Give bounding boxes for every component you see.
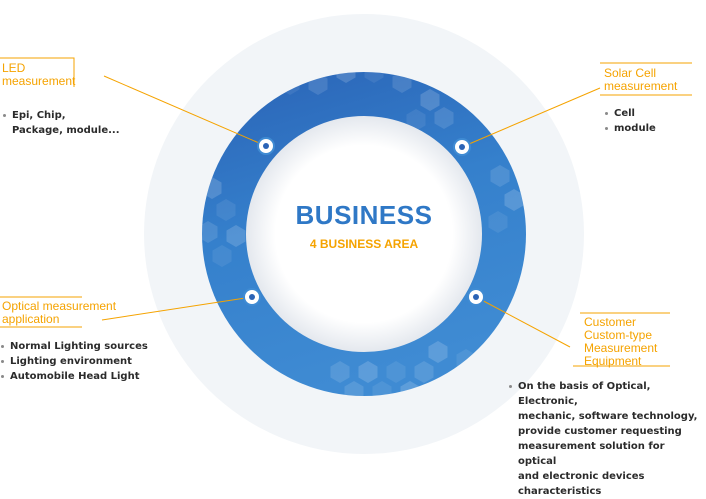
led-leader-line <box>0 57 75 87</box>
led-connector <box>103 75 267 147</box>
hexagon-shape <box>428 341 448 363</box>
list-item: module <box>604 121 656 136</box>
optical-node <box>243 288 261 306</box>
solar-node <box>453 138 471 156</box>
hexagon-shape <box>280 73 300 95</box>
list-item: Lighting environment <box>0 354 148 369</box>
solar-label: Solar Cell measurement <box>604 66 678 93</box>
hexagon-shape <box>488 211 508 233</box>
hexagon-shape <box>504 189 524 211</box>
custom-connector <box>475 296 571 348</box>
led-label: LED measurement <box>2 61 76 88</box>
hexagon-shape <box>198 221 218 243</box>
solar-connector <box>461 87 601 148</box>
inner-circle <box>246 116 482 352</box>
list-item: Automobile Head Light <box>0 369 148 384</box>
hexagon-pattern <box>198 61 524 403</box>
hexagon-shape <box>216 199 236 221</box>
hexagon-shape <box>212 245 232 267</box>
hexagon-shape <box>336 61 356 83</box>
business-area-diagram <box>0 14 692 454</box>
hexagon-shape <box>406 109 426 131</box>
hexagon-shape <box>344 381 364 403</box>
center-subtitle: 4 BUSINESS AREA <box>309 237 419 251</box>
hexagon-shape <box>420 89 440 111</box>
hexagon-shape <box>414 361 434 383</box>
hexagon-shape <box>434 107 454 129</box>
list-item: Cell <box>604 106 656 121</box>
hexagon-shape <box>226 225 246 247</box>
optical-label: Optical measurement application <box>2 299 117 326</box>
hexagon-shape <box>308 73 328 95</box>
hexagon-shape <box>358 361 378 383</box>
hexagon-shape <box>202 177 222 199</box>
optical-list: Normal Lighting sources Lighting environ… <box>0 339 148 384</box>
led-node <box>257 137 275 155</box>
list-item: Epi, Chip, Package, module... <box>2 108 120 138</box>
hexagon-shape <box>456 349 476 371</box>
hexagon-shape <box>386 361 406 383</box>
hexagon-shape <box>372 381 392 403</box>
center-title: BUSINESS <box>295 200 433 230</box>
list-item: Normal Lighting sources <box>0 339 148 354</box>
hexagon-shape <box>490 165 510 187</box>
hexagon-shape <box>400 381 420 403</box>
hexagon-shape <box>392 71 412 93</box>
custom-label: Customer Custom-type Measurement Equipme… <box>584 315 658 368</box>
optical-connector <box>101 296 253 321</box>
solar-list: Cell module <box>604 106 656 136</box>
hexagon-shape <box>364 61 384 83</box>
custom-list: On the basis of Optical, Electronic, mec… <box>508 379 706 499</box>
led-list: Epi, Chip, Package, module... <box>2 108 120 138</box>
hexagon-shape <box>330 361 350 383</box>
custom-node <box>467 288 485 306</box>
list-item: On the basis of Optical, Electronic, mec… <box>508 379 706 499</box>
